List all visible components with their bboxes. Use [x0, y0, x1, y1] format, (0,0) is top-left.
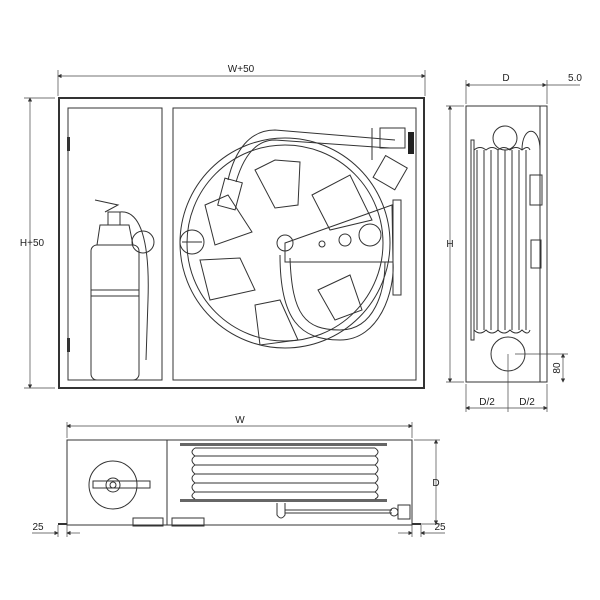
- side-height-label: H: [446, 239, 453, 250]
- hose-coils-top: [191, 447, 379, 500]
- cabinet-side: [465, 105, 548, 383]
- cabinet-top: [66, 439, 413, 526]
- front-width-label: W+50: [228, 64, 255, 75]
- front-view: W+50 H+50: [20, 64, 426, 389]
- left-margin-label: 25: [32, 522, 44, 533]
- fire-extinguisher: [90, 199, 155, 381]
- side-depth-label: D: [502, 73, 509, 84]
- front-height-label: H+50: [20, 238, 45, 249]
- hose-reel: [179, 127, 414, 349]
- hose-reel-door: [172, 107, 417, 381]
- half-depth-left-label: D/2: [479, 397, 495, 408]
- cabinet-frame: [58, 97, 425, 389]
- half-depth-right-label: D/2: [519, 397, 535, 408]
- side-view: D 5.0 H 80 D/2 D/2: [446, 73, 582, 412]
- top-view: W D 25 25: [32, 415, 446, 537]
- top-depth-label: D: [432, 478, 439, 489]
- top-width-label: W: [235, 415, 245, 426]
- hose-coils: [473, 125, 543, 334]
- outlet-height-label: 80: [552, 362, 563, 374]
- extinguisher-top: [88, 460, 138, 510]
- side-offset-label: 5.0: [568, 73, 582, 84]
- right-margin-label: 25: [434, 522, 446, 533]
- extinguisher-door: [67, 107, 163, 381]
